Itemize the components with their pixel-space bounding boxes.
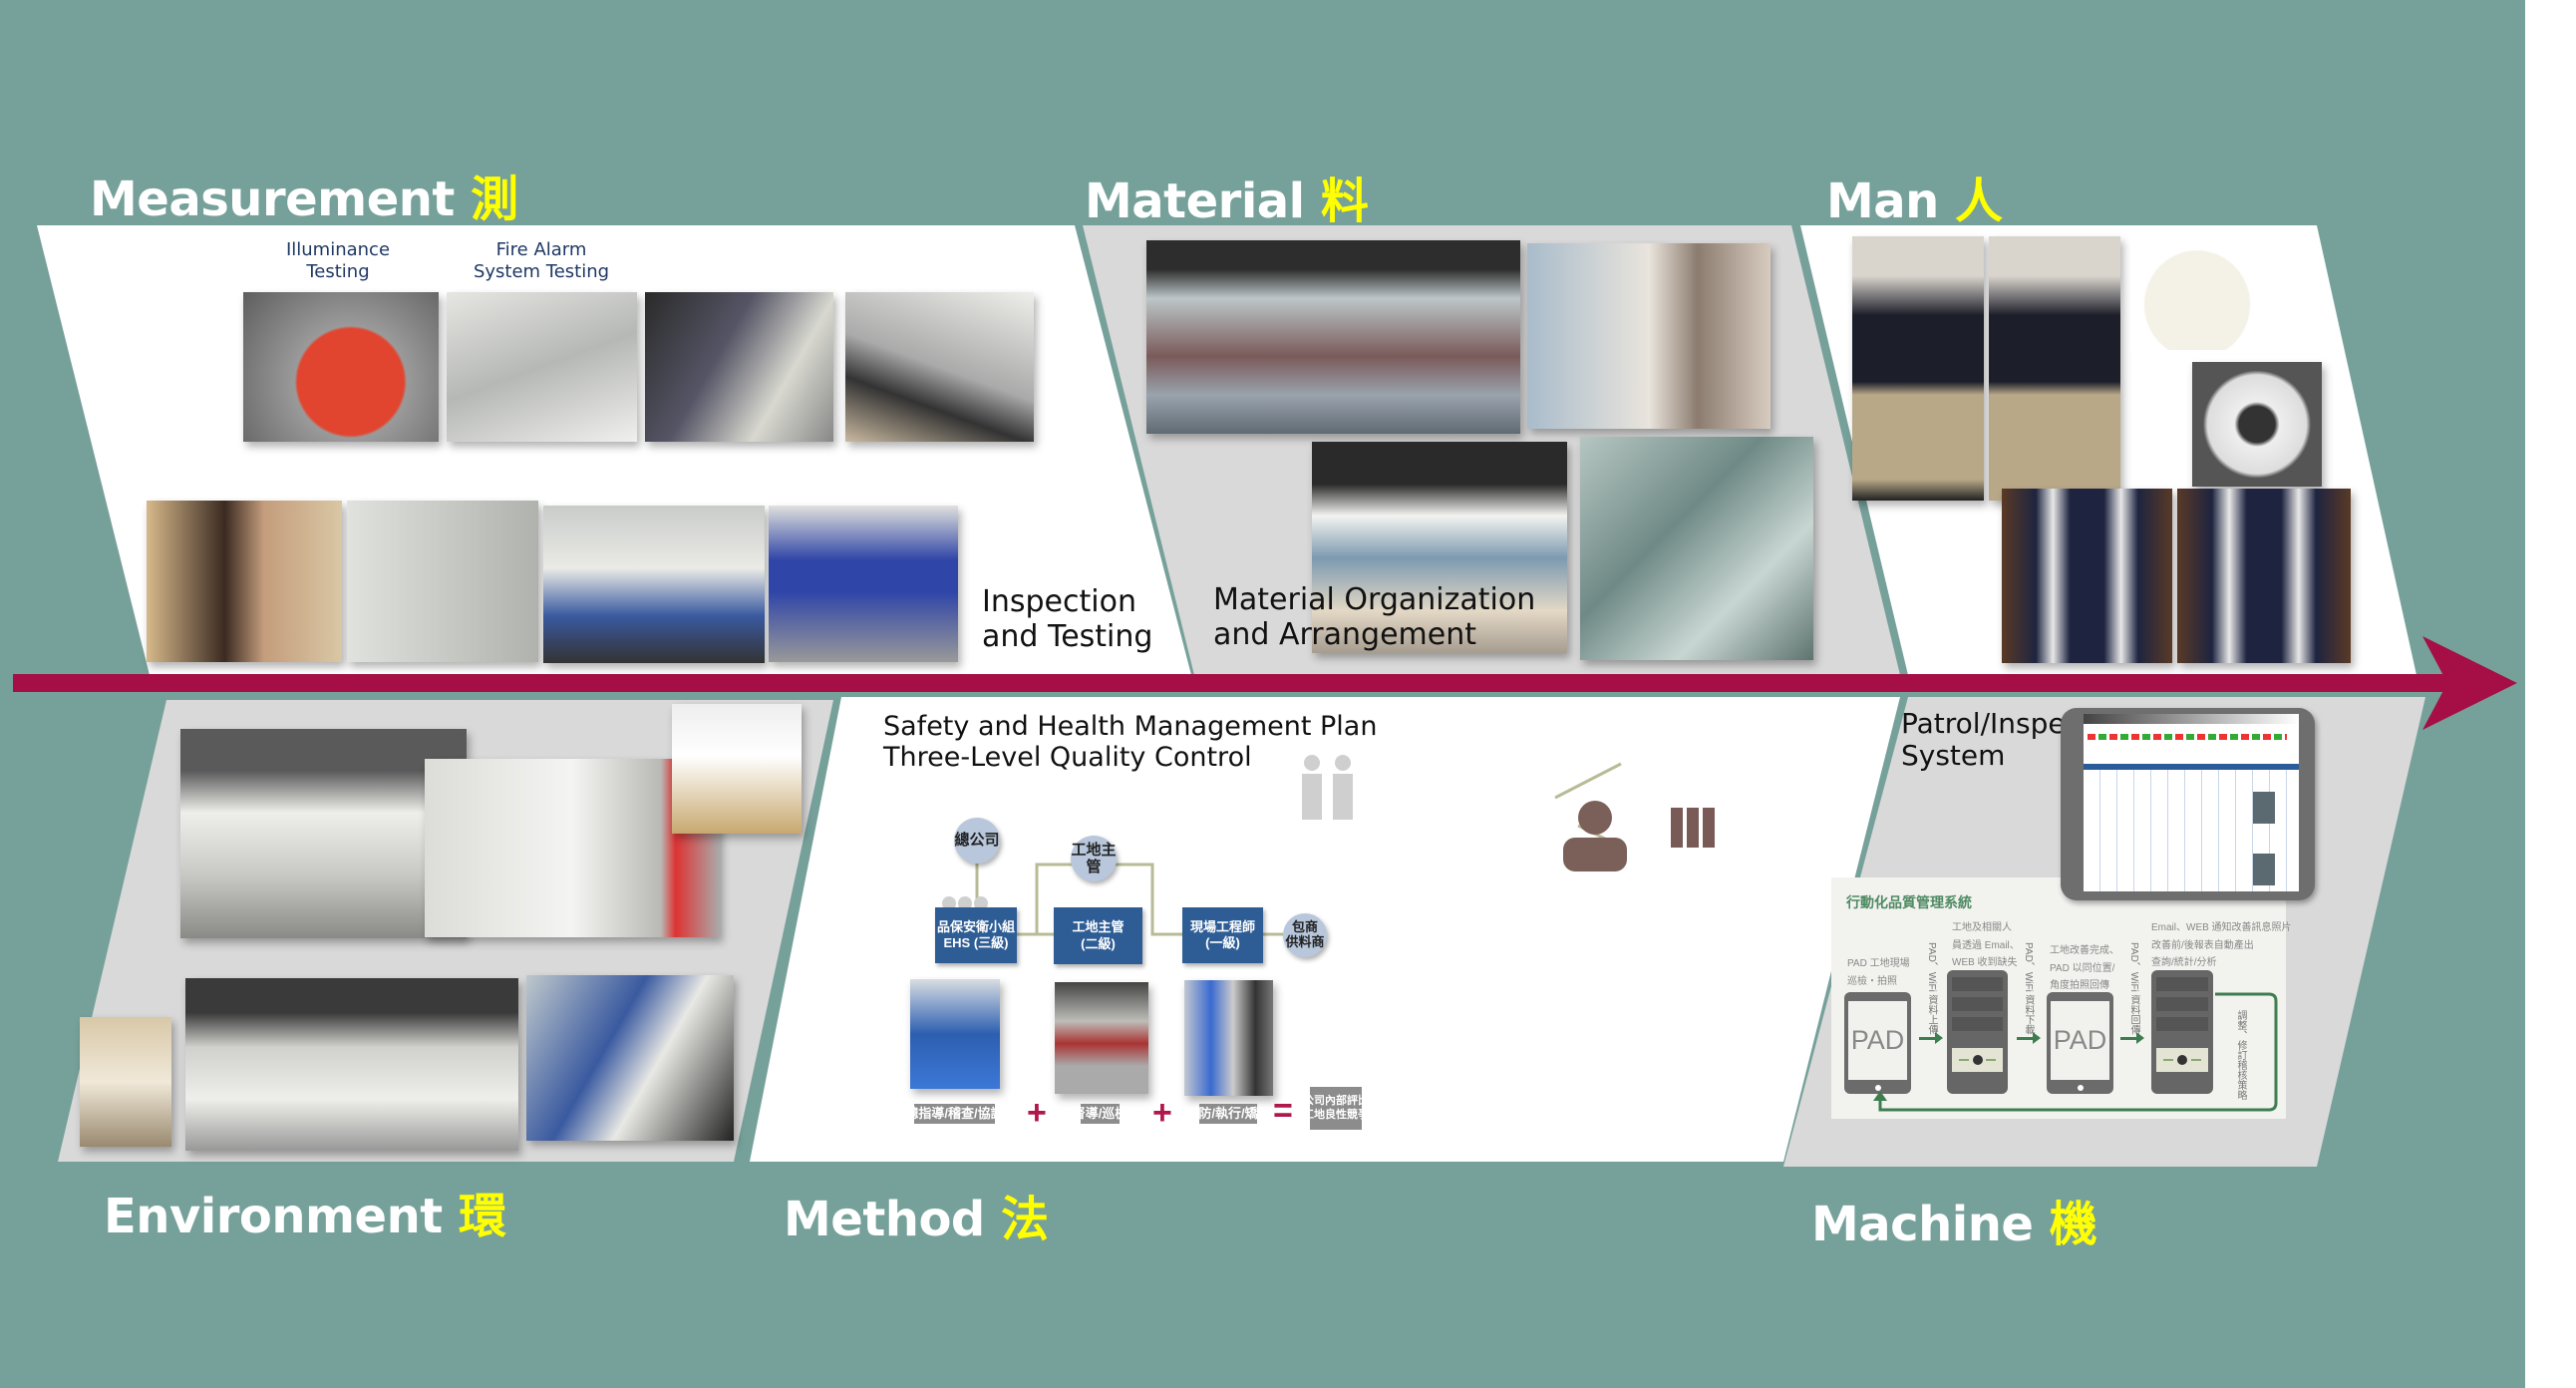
photo-meeting	[910, 979, 1000, 1089]
photo-material-storage-2	[1527, 243, 1771, 429]
photo-vest-front	[2002, 489, 2172, 663]
flow-text-improvement: 工地改善完成、 PAD 以同位置/ 角度拍照回傳	[2050, 945, 2119, 991]
fire-alarm-label: Fire Alarm System Testing	[473, 239, 610, 282]
photo-patrol	[1055, 982, 1148, 1094]
org-node-head-office: 總公司	[954, 818, 1000, 864]
pad-icon: PAD	[1844, 992, 1911, 1094]
tablet-screen	[2084, 714, 2299, 891]
label-supervision: 督導/巡檢	[1073, 1104, 1127, 1124]
flow-text-report: Email、WEB 通知改善訊息照片 改善前/後報表自動產出 查詢/統計/分析	[2151, 922, 2292, 968]
photo-worker-front	[1852, 236, 1984, 501]
result-label: 公司內部評比 工地良性競爭	[1303, 1087, 1369, 1130]
org-node-contractor: 包商 供料商	[1283, 913, 1327, 957]
flow-vtext-return: PAD、WiFi 資料回傳	[2128, 942, 2139, 1035]
photo-ceiling-inspection	[845, 292, 1034, 442]
flow-text-email-notify: 工地及相關人 員透過 Email、 WEB 收到缺失	[1952, 922, 2020, 968]
photo-environment-testing	[526, 975, 734, 1141]
flow-title: 行動化品質管理系統	[1846, 894, 1972, 910]
inspection-testing-caption: Inspection and Testing	[982, 584, 1153, 654]
machine-heading: Machine 機	[1811, 1197, 2097, 1252]
photo-illuminance-testing	[243, 292, 439, 442]
material-caption: Material Organization and Arrangement	[1213, 582, 1536, 652]
photo-helmet-inside	[2192, 362, 2322, 487]
flow-vtext-download: PAD、WiFi 資料下載	[2023, 942, 2034, 1035]
photo-material-storage-3	[1312, 442, 1567, 653]
pad-icon: PAD	[2047, 992, 2113, 1094]
arrow-right-icon	[2120, 1032, 2144, 1044]
label-guidance: 總指導/稽查/協調	[905, 1104, 1004, 1124]
arrow-right-icon	[2017, 1032, 2041, 1044]
flow-text-pad-patrol: PAD 工地現場 巡檢・拍照	[1847, 958, 1910, 987]
org-box-site-engineer: 現場工程師 (一級)	[1182, 907, 1263, 963]
workers-group-icon	[1671, 808, 1715, 848]
photo-control-panel	[347, 501, 538, 662]
flow-vtext-upload: PAD、WiFi 資料上傳	[1926, 942, 1937, 1035]
photo-elevator-test	[147, 501, 342, 662]
photo-testing-laptop	[645, 292, 833, 442]
photo-air-flow-testing	[769, 506, 958, 662]
org-node-site-manager: 工地主 管	[1071, 836, 1117, 881]
photo-material-storage-1	[1146, 240, 1520, 434]
photo-engineer-tablet	[1184, 980, 1273, 1096]
photo-material-racks	[1580, 437, 1813, 660]
arrow-right-icon	[1919, 1032, 1943, 1044]
environment-heading: Environment 環	[104, 1189, 506, 1244]
plus-operator: +	[1152, 1094, 1172, 1132]
measurement-heading: Measurement 測	[90, 172, 518, 227]
org-box-site-manager: 工地主管 (二級)	[1054, 907, 1142, 964]
photo-noise-testing	[543, 506, 765, 663]
material-heading: Material 料	[1085, 174, 1369, 229]
photo-helmet	[2130, 236, 2264, 350]
photo-site-area	[425, 759, 720, 937]
server-icon	[1947, 970, 2008, 1094]
plus-operator: +	[1027, 1094, 1047, 1132]
worker-helmet-icon	[1563, 801, 1627, 871]
timeline-arrow-head	[2422, 636, 2517, 730]
server-icon	[2151, 970, 2213, 1094]
photo-notice-board	[80, 1017, 171, 1147]
photo-site-office	[180, 729, 467, 938]
man-heading: Man 人	[1826, 174, 2003, 229]
tablet-device	[2061, 708, 2315, 900]
method-caption: Safety and Health Management Plan Three-…	[883, 711, 1378, 774]
illuminance-label: Illuminance Testing	[285, 239, 391, 282]
photo-vest-back	[2177, 489, 2351, 663]
equals-operator: =	[1273, 1092, 1293, 1130]
method-heading: Method 法	[784, 1192, 1049, 1247]
flow-vtext-adjust: 調整、修訂稽核策略	[2235, 1010, 2246, 1100]
photo-debris-area	[185, 978, 518, 1151]
label-prevention: 預防/執行/矯正	[1185, 1104, 1271, 1124]
photo-fire-alarm-testing	[447, 292, 637, 442]
timeline-arrow-shaft	[13, 674, 2475, 692]
org-box-ehs: 品保安衛小組 EHS (三級)	[935, 907, 1017, 963]
photo-worker-back	[1989, 236, 2120, 501]
photo-first-aid-box	[672, 704, 802, 834]
